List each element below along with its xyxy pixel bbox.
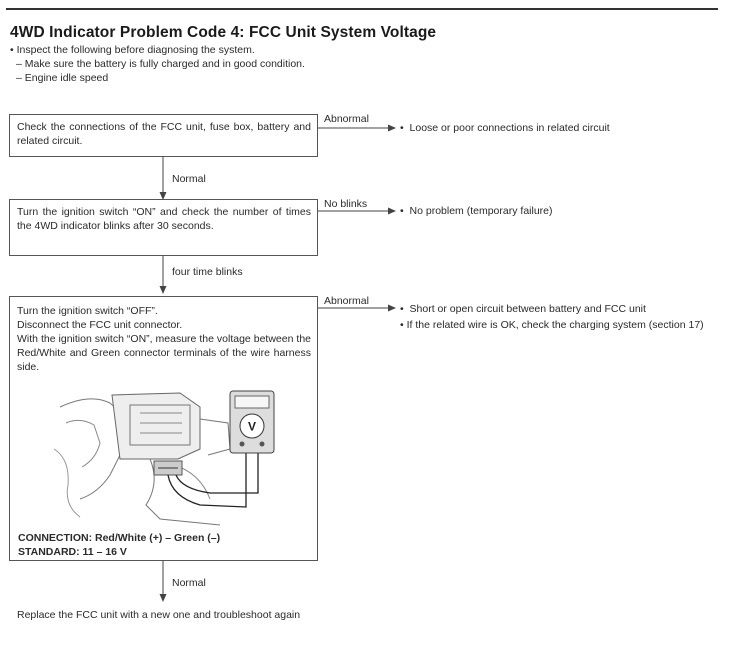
final-step-text: Replace the FCC unit with a new one and …	[17, 609, 301, 621]
step3-line-disconnect: Disconnect the FCC unit connector.	[17, 319, 183, 331]
step3-line-off: Turn the ignition switch “OFF”.	[17, 305, 158, 317]
step3-line-measure: With the ignition switch “ON”, measure t…	[17, 333, 311, 373]
connection-spec: CONNECTION: Red/White (+) – Green (–)	[18, 532, 221, 544]
step-box-check-connections: Check the connections of the FCC unit, f…	[9, 114, 318, 157]
step1-normal-label: Normal	[172, 173, 206, 185]
step2-no-blinks-result: • No problem (temporary failure)	[400, 205, 553, 217]
voltmeter-symbol: V	[248, 420, 256, 434]
intro-idle-speed: – Engine idle speed	[16, 72, 109, 84]
step3-abnormal-label: Abnormal	[324, 295, 369, 307]
step1-abnormal-label: Abnormal	[324, 113, 369, 125]
arrow-right-icon	[388, 207, 396, 215]
top-rule	[6, 8, 718, 10]
bullet-icon: •	[400, 319, 404, 331]
arrow-down-icon	[159, 594, 167, 602]
arrow-right-icon	[388, 124, 396, 132]
step3-normal-label: Normal	[172, 577, 206, 589]
step1-abnormal-result: • Loose or poor connections in related c…	[400, 122, 610, 134]
arrow-down-icon	[159, 286, 167, 294]
step-box-measure-voltage: Turn the ignition switch “OFF”. Disconne…	[9, 296, 318, 561]
step2-no-blinks-label: No blinks	[324, 198, 368, 210]
harness-voltmeter-illustration: V	[53, 390, 275, 526]
step1-text: Check the connections of the FCC unit, f…	[17, 121, 311, 147]
bullet-icon: •	[400, 205, 404, 217]
intro-bullet: • Inspect the following before diagnosin…	[10, 44, 255, 56]
standard-spec: STANDARD: 11 – 16 V	[18, 546, 127, 558]
page-title: 4WD Indicator Problem Code 4: FCC Unit S…	[10, 24, 437, 41]
arrow-right-icon	[388, 304, 396, 312]
step-box-ignition-blinks: Turn the ignition switch “ON” and check …	[9, 199, 318, 256]
bullet-icon: •	[400, 303, 404, 315]
bullet-icon: •	[400, 122, 404, 134]
step2-four-blinks-label: four time blinks	[172, 266, 243, 278]
intro-battery-check: – Make sure the battery is fully charged…	[16, 58, 305, 70]
step3-instructions: Turn the ignition switch “OFF”. Disconne…	[10, 297, 317, 374]
step3-abnormal-result-2: • If the related wire is OK, check the c…	[400, 319, 704, 331]
step3-abnormal-result-1: • Short or open circuit between battery …	[400, 303, 646, 315]
step2-text: Turn the ignition switch “ON” and check …	[17, 206, 311, 232]
voltmeter-icon: V	[229, 390, 275, 454]
arrow-down-icon	[159, 192, 167, 200]
